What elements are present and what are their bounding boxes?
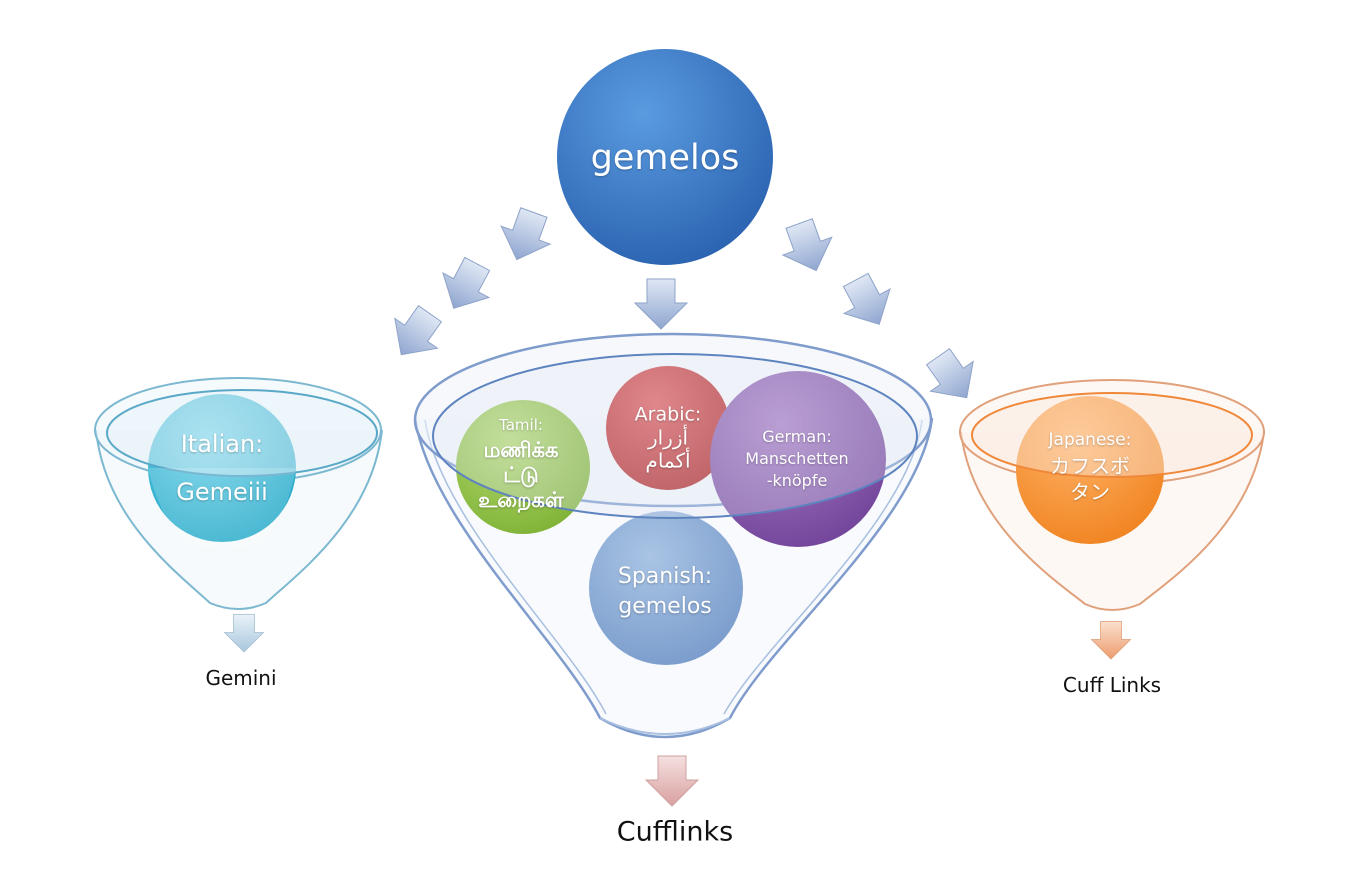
circle-japanese (1016, 396, 1164, 544)
arabic-line2: أزرار (647, 425, 689, 450)
arabic-line3: أكمام (645, 448, 691, 473)
arabic-line1: Arabic: (634, 403, 702, 426)
spanish-line2: gemelos (618, 594, 712, 619)
circle-center (557, 49, 773, 265)
german-label: German: Manschetten -knöpfe (745, 426, 848, 492)
japanese-line3: タン (1069, 480, 1110, 504)
output-label-left: Gemini (205, 666, 277, 690)
arrow-output-middle (645, 755, 699, 807)
italian-line1: Italian: (180, 430, 264, 458)
japanese-line2: カフスボ (1049, 454, 1130, 478)
arabic-label: Arabic: أزرار أكمام (635, 404, 702, 473)
tamil-line2: மணிக்க (483, 438, 559, 462)
arrow-right-1 (774, 214, 842, 280)
arrow-down-center (634, 278, 688, 330)
center-label: gemelos (590, 138, 740, 178)
tamil-line4: உறைகள் (478, 488, 564, 512)
funnel-middle-rim (432, 353, 918, 519)
circle-spanish (589, 511, 743, 665)
arrow-left-3 (379, 298, 452, 371)
tamil-line1: Tamil: (499, 416, 543, 434)
german-line1: German: (762, 427, 832, 446)
japanese-line1: Japanese: (1048, 430, 1132, 450)
output-label-right: Cuff Links (1062, 673, 1162, 697)
arrow-left-1 (491, 203, 559, 269)
italian-label: Italian: Gemeiii (176, 420, 268, 516)
circle-tamil (456, 400, 590, 534)
arrow-output-right (1091, 621, 1131, 660)
arrow-right-2 (832, 267, 903, 337)
german-line2: Manschetten (745, 449, 849, 468)
german-line3: -knöpfe (766, 471, 828, 490)
funnel-right-rim (971, 392, 1253, 478)
circle-german (710, 371, 886, 547)
italian-line2: Gemeiii (176, 478, 268, 506)
funnel-left-rim (106, 389, 378, 549)
tamil-label: Tamil: மணிக்க ட்டு உறைகள் (478, 413, 564, 513)
spanish-label: Spanish: gemelos (618, 562, 712, 622)
tamil-line3: ட்டு (503, 463, 539, 487)
japanese-label: Japanese: カフスボ タン (1049, 427, 1132, 505)
spanish-line1: Spanish: (617, 564, 713, 589)
output-label-middle: Cufflinks (616, 816, 734, 848)
circle-arabic (606, 366, 730, 490)
arrow-left-2 (430, 251, 501, 321)
arrow-output-left (224, 614, 264, 653)
arrow-right-3 (916, 341, 989, 414)
